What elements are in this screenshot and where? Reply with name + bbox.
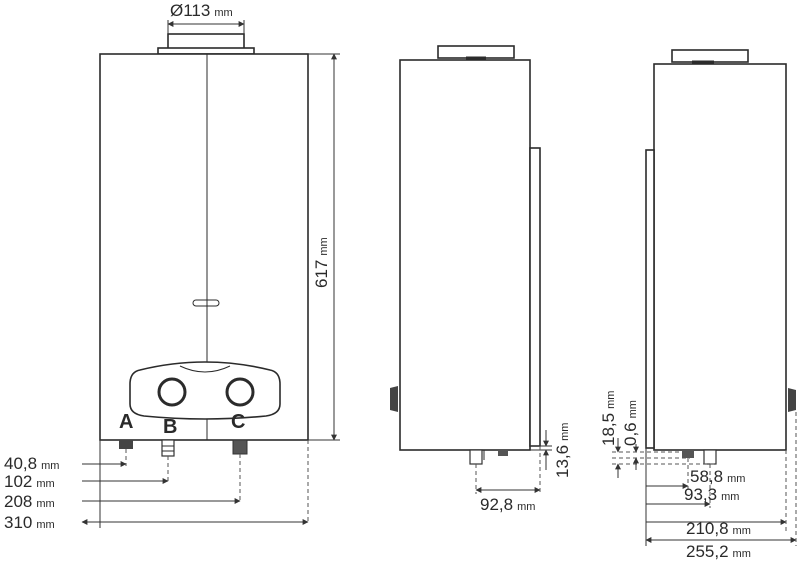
connection-a-fitting	[119, 440, 133, 449]
label-b: B	[163, 416, 177, 438]
label-c: C	[231, 411, 245, 433]
side-flue	[437, 45, 515, 59]
rear-vertical-text-a: 18,5mm	[599, 391, 618, 446]
front-flue-base	[157, 47, 255, 55]
side-casing	[399, 59, 531, 451]
height-text: 617mm	[312, 237, 331, 288]
right-knob	[225, 377, 255, 407]
rear-vertical-text-b: 0,6mm	[621, 400, 640, 446]
label-a: A	[119, 411, 133, 433]
rear-casing	[653, 63, 787, 451]
rear-fitting-b	[703, 449, 717, 465]
side-fitting-b	[469, 449, 483, 465]
rear-fitting-c	[682, 450, 694, 458]
front-handle-slot	[192, 299, 220, 307]
rear-panel-back	[645, 149, 655, 449]
rear-flue	[671, 49, 749, 63]
control-panel-recess	[179, 365, 231, 373]
control-panel	[129, 361, 281, 420]
connection-c-fitting	[232, 439, 248, 455]
connection-b-fitting	[161, 439, 175, 457]
side-knob	[390, 386, 398, 412]
rear-knob	[788, 388, 796, 412]
side-fitting-c	[498, 450, 508, 456]
side-bottom-offset-text: 13,6mm	[553, 423, 572, 478]
left-knob	[157, 377, 187, 407]
side-panel-front	[529, 147, 541, 447]
